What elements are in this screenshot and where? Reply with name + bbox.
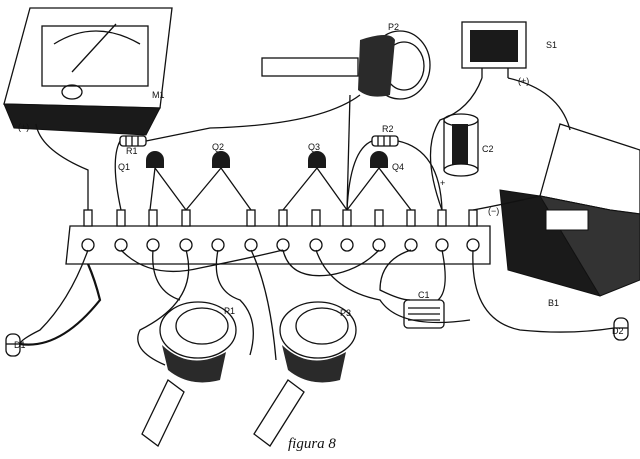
label-c2-plus: + (440, 178, 445, 188)
label-r1: R1 (126, 146, 138, 156)
transistor-q1 (146, 151, 164, 168)
label-b1: B1 (548, 298, 559, 308)
label-s1: S1 (546, 40, 557, 50)
label-q4: Q4 (392, 162, 404, 172)
potentiometer-p2 (261, 30, 431, 100)
label-c2: C2 (482, 144, 494, 154)
label-m1: M1 (152, 90, 165, 100)
label-q2: Q2 (212, 142, 224, 152)
resistor-r2 (371, 135, 399, 147)
terminal-strip (65, 209, 491, 265)
figure-caption: figura 8 (288, 436, 336, 452)
label-p3: P3 (340, 308, 351, 318)
battery-b1 (499, 123, 640, 297)
label-c1: C1 (418, 290, 430, 300)
component-labels: M1 (+) P2 S1 (+) R1 Q1 Q2 Q3 R2 Q4 C2 + … (14, 22, 624, 452)
label-p2: P2 (388, 22, 399, 32)
meter-m1 (3, 7, 173, 136)
resistor-r1 (119, 135, 147, 147)
switch-s1 (461, 21, 527, 78)
label-r2: R2 (382, 124, 394, 134)
label-p1: P1 (224, 306, 235, 316)
led-d1 (5, 333, 21, 357)
label-s1-plus: (+) (518, 76, 529, 86)
label-minus: (−) (488, 206, 499, 216)
label-q1: Q1 (118, 162, 130, 172)
wiring (19, 77, 615, 366)
transistor-q2 (212, 151, 230, 168)
capacitor-c1 (403, 299, 445, 329)
transistor-q3 (308, 151, 326, 168)
led-d2 (613, 317, 629, 341)
potentiometer-p3 (253, 301, 357, 447)
potentiometer-p1 (141, 301, 237, 447)
capacitor-c2 (443, 113, 479, 177)
label-q3: Q3 (308, 142, 320, 152)
transistor-q4 (370, 151, 388, 168)
label-d2: D2 (612, 326, 624, 336)
label-d1: D1 (14, 340, 26, 350)
label-m1-plus: (+) (18, 122, 29, 132)
